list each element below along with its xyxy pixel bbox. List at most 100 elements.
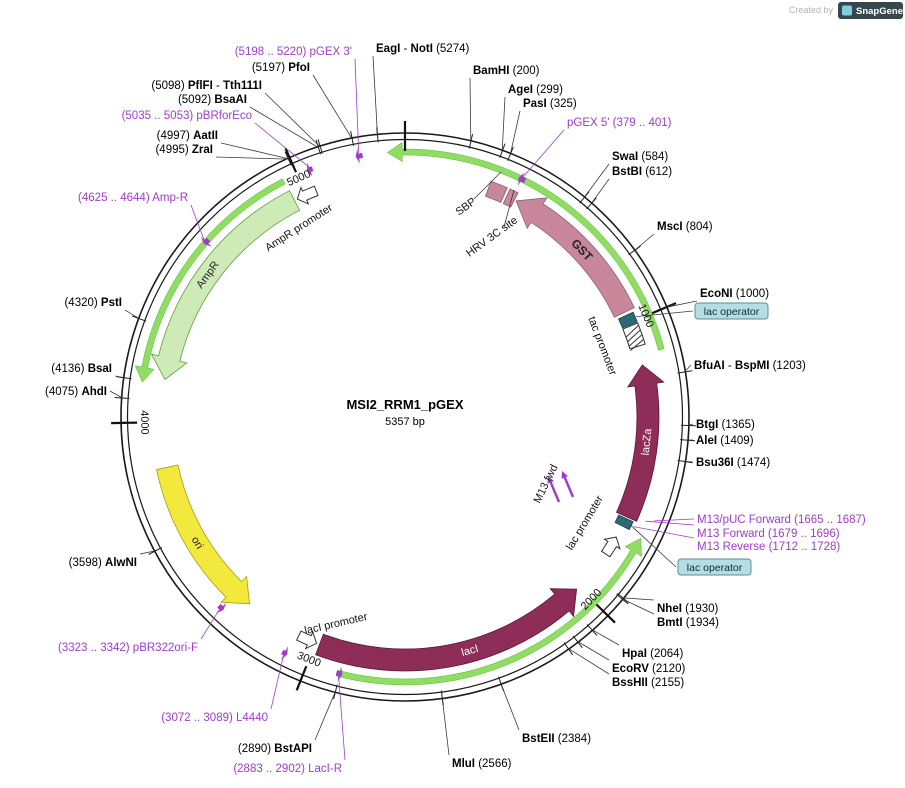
lac-operator-label: lac operator [687,562,743,574]
leader-line [124,309,140,320]
feature-label-laci-promoter[interactable]: lacI promoter [303,611,369,637]
enzyme-label-4997-aatii[interactable]: (4997) AatII [157,130,218,142]
enzyme-site-tick [586,624,598,636]
feature-label-lac-promoter[interactable]: lac promoter [564,493,606,552]
enzyme-label-bmti-1934[interactable]: BmtI (1934) [657,617,719,629]
feature-ori[interactable] [156,464,251,605]
enzyme-label-alei-1409[interactable]: AleI (1409) [696,435,754,447]
enzyme-label-hpai-2064[interactable]: HpaI (2064) [622,648,684,660]
enzyme-label-2890-bstapi[interactable]: (2890) BstAPI [238,743,312,755]
watermark: Created by SnapGene [789,2,903,19]
feature-lac-operator-site-2[interactable] [614,514,634,531]
site-name-text: BstEII [522,733,555,745]
feature-ampr-promoter[interactable] [296,185,319,205]
lac-operator-label-box[interactable] [677,558,752,576]
leader-line [501,96,506,152]
primer-label-m13-reverse-1712-1728[interactable]: M13 Reverse (1712 .. 1728) [697,541,840,553]
feature-label-lacza[interactable]: lacZa [640,427,655,456]
primer-label-5198-5220-pgex-3[interactable]: (5198 .. 5220) pGEX 3' [235,46,352,58]
enzyme-label-econi-1000[interactable]: EcoNI (1000) [700,288,769,300]
enzyme-label-5092-bsaai[interactable]: (5092) BsaAI [178,94,247,106]
leader-line [654,518,695,522]
enzyme-label-bfuai-bspmi-1203[interactable]: BfuAI - BspMI (1203) [694,360,806,372]
feature-label-tac-promoter[interactable]: tac promoter [585,315,618,377]
primer-arrow-amp-r[interactable] [200,236,212,247]
site-name-text: SwaI [612,151,638,163]
site-name-text: EagI [376,43,400,55]
primer-label-5035-5053-pbrforeco[interactable]: (5035 .. 5053) pBRforEco [122,110,252,122]
primer-arrow-pgex-3[interactable] [355,148,363,164]
primer-arrow-l4440[interactable] [281,646,288,660]
primer-label-4625-4644-amp-r[interactable]: (4625 .. 4644) Amp-R [78,192,188,204]
enzyme-label-pasi-325[interactable]: PasI (325) [523,98,577,110]
site-name-text: BstAPI [274,743,312,755]
feature-label-ori[interactable]: ori [189,535,206,552]
primer-label-m13-puc-forward-1665-1687[interactable]: M13/pUC Forward (1665 .. 1687) [697,514,866,526]
site-position-text: (4625 .. 4644) Amp-R [78,192,188,204]
site-name-text: NotI [411,43,433,55]
enzyme-site-tick [498,676,504,691]
leader-line [630,524,677,568]
primer-label-pgex-5-379-401[interactable]: pGEX 5' (379 .. 401) [567,117,672,129]
enzyme-label-ecorv-2120[interactable]: EcoRV (2120) [612,663,685,675]
primer-arrow-laci-r[interactable] [335,666,343,682]
primer-arrow-pgex-5[interactable] [518,172,527,186]
feature-laci[interactable] [315,588,578,672]
leader-line [684,364,692,373]
primer-label-m13-forward-1679-1696[interactable]: M13 Forward (1679 .. 1696) [697,528,840,540]
feature-lacza[interactable] [615,364,665,522]
feature-label-laci[interactable]: lacI [460,643,480,659]
primer-label-m13-fwd[interactable]: M13 fwd [531,463,560,506]
badge-background [838,2,903,19]
enzyme-label-4320-psti[interactable]: (4320) PstI [64,297,122,309]
lac-operator-label-box[interactable] [694,302,769,320]
enzyme-label-swai-584[interactable]: SwaI (584) [612,151,668,163]
snapgene-badge[interactable]: SnapGene [838,2,903,19]
leader-line [469,77,472,142]
feature-lac-promoter[interactable] [600,536,621,558]
feature-ampr[interactable] [150,190,301,381]
feature-gst[interactable] [515,197,635,318]
enzyme-label-4995-zrai[interactable]: (4995) ZraI [155,144,213,156]
enzyme-label-nhei-1930[interactable]: NheI (1930) [657,603,719,615]
site-position-text: (2155) [648,677,685,689]
m13-fwd-primer-arrow[interactable] [549,481,561,503]
site-name-text: AatII [193,130,218,142]
enzyme-label-4136-bsai[interactable]: (4136) BsaI [51,363,112,375]
enzyme-label-btgi-1365[interactable]: BtgI (1365) [696,419,755,431]
feature-hrv-3c-site[interactable] [502,188,519,208]
enzyme-site-tick [148,547,163,555]
feature-sbp[interactable] [484,180,508,203]
enzyme-label-3598-alwni[interactable]: (3598) AlwNI [69,557,137,569]
primer-label-2883-2902-laci-r[interactable]: (2883 .. 2902) LacI-R [233,763,342,775]
site-position-text: (612) [642,166,672,178]
primer-arrow-pbr322ori-f[interactable] [216,602,227,614]
feature-label-hrv-3c-site[interactable]: HRV 3C site [464,214,520,259]
site-position-text: (1409) [717,435,754,447]
enzyme-label-5197-pfoi[interactable]: (5197) PfoI [252,62,310,74]
enzyme-label-agei-299[interactable]: AgeI (299) [508,84,563,96]
enzyme-label-eagi-noti-5274[interactable]: EagI - NotI (5274) [376,43,469,55]
site-position-text: (584) [638,151,668,163]
primer-label-3072-3089-l4440[interactable]: (3072 .. 3089) L4440 [161,712,268,724]
enzyme-site-tick [376,127,379,143]
site-name-text: BfuAI [694,360,725,372]
enzyme-label-5098-pflfi-tth111i[interactable]: (5098) PflFI - Tth111I [151,80,262,92]
enzyme-label-bamhi-200[interactable]: BamHI (200) [473,65,540,77]
enzyme-label-bsteii-2384[interactable]: BstEII (2384) [522,733,591,745]
feature-label-sbp[interactable]: SBP [454,196,479,219]
m13-fwd-primer-arrow[interactable] [563,476,575,498]
enzyme-label-bstbi-612[interactable]: BstBI (612) [612,166,672,178]
enzyme-label-bsshii-2155[interactable]: BssHII (2155) [612,677,684,689]
primer-arrow-pbrforeco[interactable] [307,162,314,177]
enzyme-label-bsu36i-1474[interactable]: Bsu36I (1474) [696,457,770,469]
primer-label-3323-3342-pbr322ori-f[interactable]: (3323 .. 3342) pBR322ori-F [58,642,198,654]
enzyme-label-mlui-2566[interactable]: MluI (2566) [452,758,512,770]
enzyme-site-tick [114,397,130,399]
leader-line [665,300,698,308]
feature-lac-operator-site-1[interactable] [617,311,638,329]
enzyme-label-msci-804[interactable]: MscI (804) [657,221,713,233]
feature-laci-promoter[interactable] [295,630,318,650]
enzyme-label-4075-ahdi[interactable]: (4075) AhdI [45,386,107,398]
